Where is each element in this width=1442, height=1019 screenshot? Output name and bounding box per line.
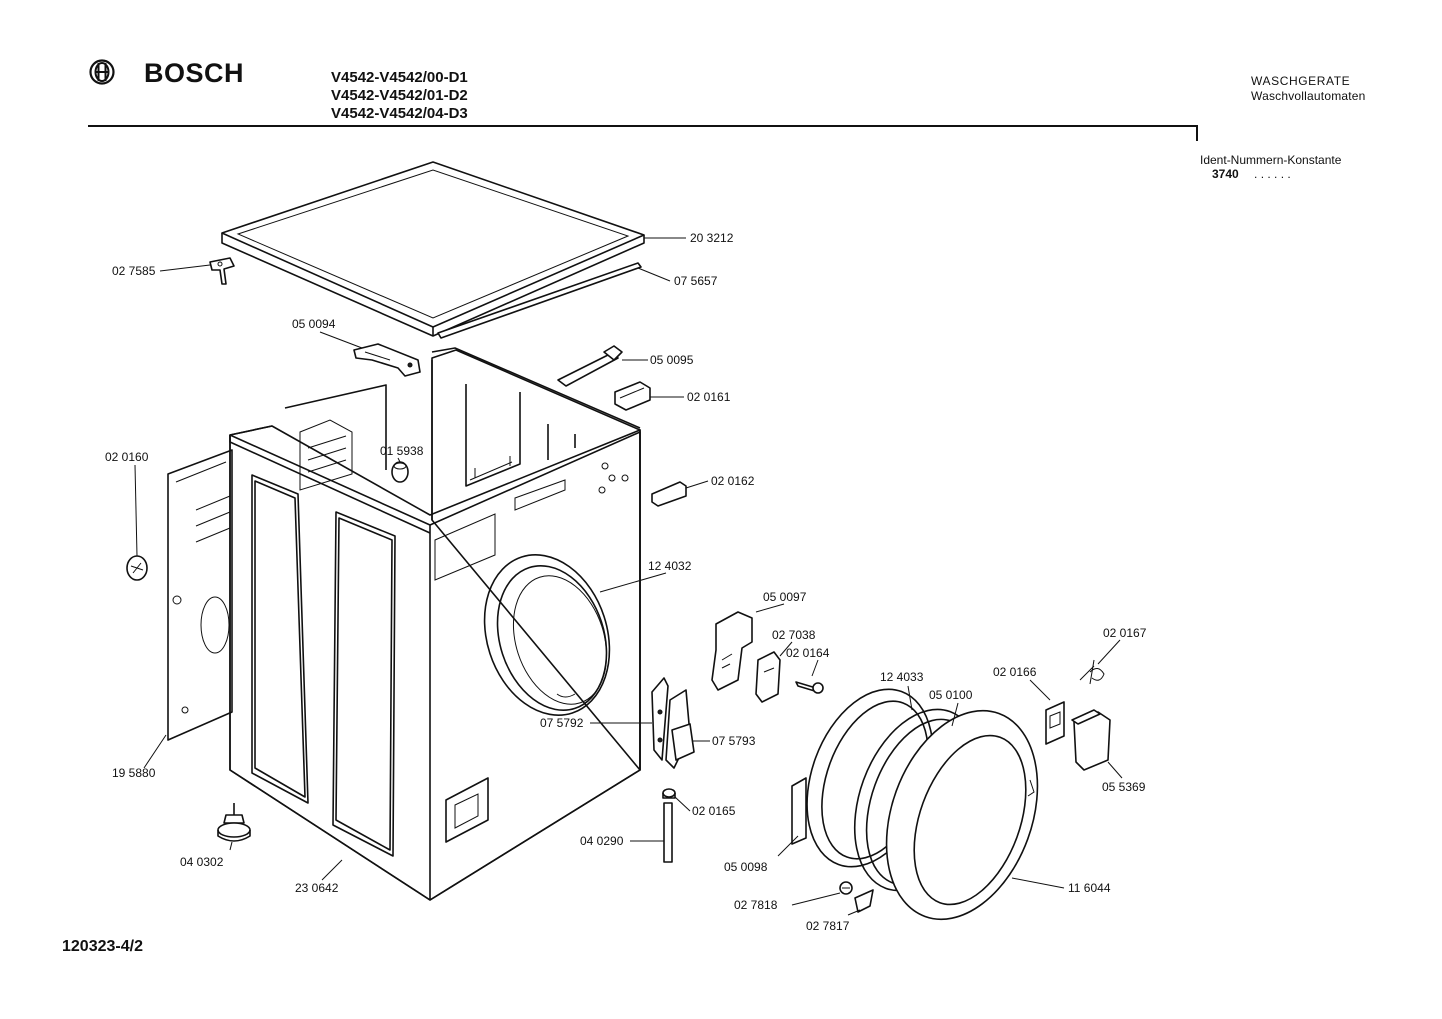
label-050098: 05 0098	[724, 860, 768, 874]
label-055369: 05 5369	[1102, 780, 1146, 794]
label-116044: 11 6044	[1068, 881, 1111, 895]
label-230642: 23 0642	[295, 881, 339, 895]
label-020165: 02 0165	[692, 804, 736, 818]
ident-number: 3740	[1212, 167, 1239, 181]
door-bracket	[791, 777, 807, 845]
label-050097: 05 0097	[763, 590, 807, 604]
label-027817: 02 7817	[806, 919, 850, 933]
clip-020161	[614, 381, 651, 411]
rear-panel	[167, 449, 233, 741]
label-020161: 02 0161	[687, 390, 731, 404]
handle-spring	[1079, 659, 1105, 685]
handle-plate	[1045, 701, 1065, 745]
label-040290: 04 0290	[580, 834, 624, 848]
label-050095: 05 0095	[650, 353, 694, 367]
drawing-number: 120323-4/2	[62, 938, 143, 955]
door-frame	[885, 709, 1039, 921]
label-195880: 19 5880	[112, 766, 156, 780]
label-203212: 20 3212	[690, 231, 734, 245]
knob-015938	[391, 461, 409, 483]
label-027585: 02 7585	[112, 264, 156, 278]
cabinet-shell	[229, 425, 641, 901]
bosch-logo: BOSCH	[88, 58, 245, 88]
door-lock	[711, 611, 824, 703]
door-hinge	[651, 677, 695, 769]
category: WASCHGERATE	[1251, 74, 1351, 88]
label-027038: 02 7038	[772, 628, 816, 642]
ident-label: Ident-Nummern-Konstante	[1200, 153, 1342, 167]
label-020160: 02 0160	[105, 450, 149, 464]
label-124032: 12 4032	[648, 559, 692, 573]
bosch-armature-icon	[89, 59, 115, 85]
grommet-020160	[126, 555, 148, 581]
label-050094: 05 0094	[292, 317, 336, 331]
door-handle	[1071, 709, 1111, 771]
brand-name: BOSCH	[144, 58, 245, 88]
hinge-pin	[662, 788, 676, 863]
label-015938: 01 5938	[380, 444, 424, 458]
leader-lines	[134, 237, 1123, 916]
model-line-2: V4542-V4542/01-D2	[331, 87, 468, 104]
ident-dots: . . . . . .	[1254, 167, 1291, 181]
label-075793: 07 5793	[712, 734, 756, 748]
label-027818: 02 7818	[734, 898, 778, 912]
bracket-left	[353, 343, 421, 377]
clip-020162	[651, 481, 687, 507]
ident-value: 3740 . . . . . .	[1212, 167, 1291, 181]
label-050100: 05 0100	[929, 688, 973, 702]
label-075657: 07 5657	[674, 274, 718, 288]
label-020164: 02 0164	[786, 646, 830, 660]
label-075792: 07 5792	[540, 716, 584, 730]
porthole-opening	[483, 554, 611, 716]
label-020167: 02 0167	[1103, 626, 1147, 640]
model-line-3: V4542-V4542/04-D3	[331, 105, 468, 122]
label-040302: 04 0302	[180, 855, 224, 869]
model-line-1: V4542-V4542/00-D1	[331, 69, 468, 86]
header-rule	[88, 125, 1198, 127]
rail-bracket	[557, 345, 623, 387]
label-020162: 02 0162	[711, 474, 755, 488]
label-020166: 02 0166	[993, 665, 1037, 679]
door-screw	[839, 881, 874, 913]
label-124033: 12 4033	[880, 670, 924, 684]
subcategory: Waschvollautomaten	[1251, 89, 1366, 103]
top-lid	[221, 161, 645, 337]
lid-hinge-bracket	[209, 257, 235, 285]
header-rule-tick	[1196, 125, 1198, 141]
leveling-foot	[217, 803, 251, 842]
lid-strip	[437, 262, 642, 339]
